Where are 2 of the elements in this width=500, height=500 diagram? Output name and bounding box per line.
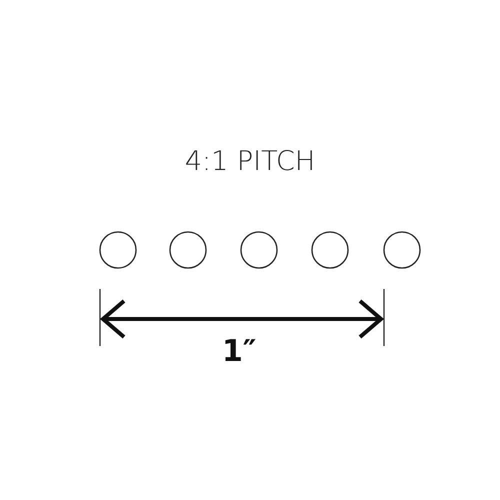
dimension-label: 1″ <box>222 334 256 369</box>
title: 4:1 PITCH <box>184 146 316 177</box>
